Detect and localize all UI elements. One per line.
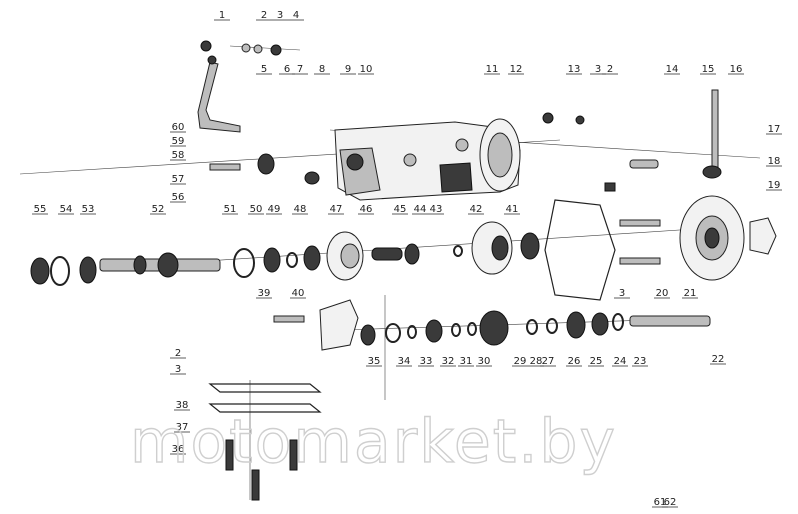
part-label-47: 47: [330, 204, 343, 215]
part-label-27: 27: [542, 356, 555, 367]
part-label-43: 43: [430, 204, 443, 215]
part-label-3: 3: [595, 64, 601, 75]
part-label-16: 16: [730, 64, 743, 75]
part-label-3: 3: [175, 364, 181, 375]
part-label-46: 46: [360, 204, 373, 215]
part-label-51: 51: [224, 204, 237, 215]
part-label-6: 6: [284, 64, 290, 75]
part-label-3: 3: [619, 288, 625, 299]
part-label-60: 60: [172, 122, 185, 133]
part-label-36: 36: [172, 444, 185, 455]
part-label-34: 34: [398, 356, 411, 367]
part-label-54: 54: [60, 204, 73, 215]
part-label-35: 35: [368, 356, 381, 367]
part-label-50: 50: [250, 204, 263, 215]
part-label-7: 7: [297, 64, 303, 75]
shift-lever: [197, 55, 241, 133]
part-label-53: 53: [82, 204, 95, 215]
gearbox-housing: [334, 118, 521, 201]
part-label-5: 5: [261, 64, 267, 75]
part-label-37: 37: [176, 422, 189, 433]
part-label-14: 14: [666, 64, 679, 75]
part-label-18: 18: [768, 156, 781, 167]
part-label-4: 4: [293, 10, 299, 21]
part-label-1: 1: [219, 10, 225, 21]
part-label-28: 28: [530, 356, 543, 367]
part-label-22: 22: [712, 354, 725, 365]
bottom-plates: [208, 383, 322, 501]
part-label-39: 39: [258, 288, 271, 299]
part-label-23: 23: [634, 356, 647, 367]
input-shaft: [30, 252, 221, 286]
part-label-29: 29: [514, 356, 527, 367]
part-label-41: 41: [506, 204, 519, 215]
part-label-13: 13: [568, 64, 581, 75]
part-label-56: 56: [172, 192, 185, 203]
part-label-2: 2: [261, 10, 267, 21]
part-label-2: 2: [607, 64, 613, 75]
part-label-55: 55: [34, 204, 47, 215]
part-label-49: 49: [268, 204, 281, 215]
part-label-38: 38: [176, 400, 189, 411]
part-label-19: 19: [768, 180, 781, 191]
part-label-15: 15: [702, 64, 715, 75]
part-label-57: 57: [172, 174, 185, 185]
cover-plate: [544, 195, 777, 301]
part-label-58: 58: [172, 150, 185, 161]
watermark-text: motomarket.by: [130, 407, 617, 477]
middle-gears: [233, 221, 540, 281]
part-label-11: 11: [486, 64, 499, 75]
part-label-24: 24: [614, 356, 627, 367]
part-label-12: 12: [510, 64, 523, 75]
part-label-25: 25: [590, 356, 603, 367]
part-label-8: 8: [319, 64, 325, 75]
part-label-40: 40: [292, 288, 305, 299]
part-label-20: 20: [656, 288, 669, 299]
part-label-42: 42: [470, 204, 483, 215]
part-label-31: 31: [460, 356, 473, 367]
part-label-30: 30: [478, 356, 491, 367]
part-label-44: 44: [414, 204, 427, 215]
part-label-17: 17: [768, 124, 781, 135]
part-label-59: 59: [172, 136, 185, 147]
part-label-62: 62: [664, 497, 677, 508]
part-label-9: 9: [345, 64, 351, 75]
fasteners: [200, 40, 722, 323]
part-label-3: 3: [277, 10, 283, 21]
part-label-26: 26: [568, 356, 581, 367]
part-label-32: 32: [442, 356, 455, 367]
part-label-45: 45: [394, 204, 407, 215]
part-label-48: 48: [294, 204, 307, 215]
output-shaft: [319, 299, 711, 351]
part-label-33: 33: [420, 356, 433, 367]
part-label-10: 10: [360, 64, 373, 75]
part-label-52: 52: [152, 204, 165, 215]
part-label-2: 2: [175, 348, 181, 359]
part-label-21: 21: [684, 288, 697, 299]
part-label-61: 61: [654, 497, 667, 508]
